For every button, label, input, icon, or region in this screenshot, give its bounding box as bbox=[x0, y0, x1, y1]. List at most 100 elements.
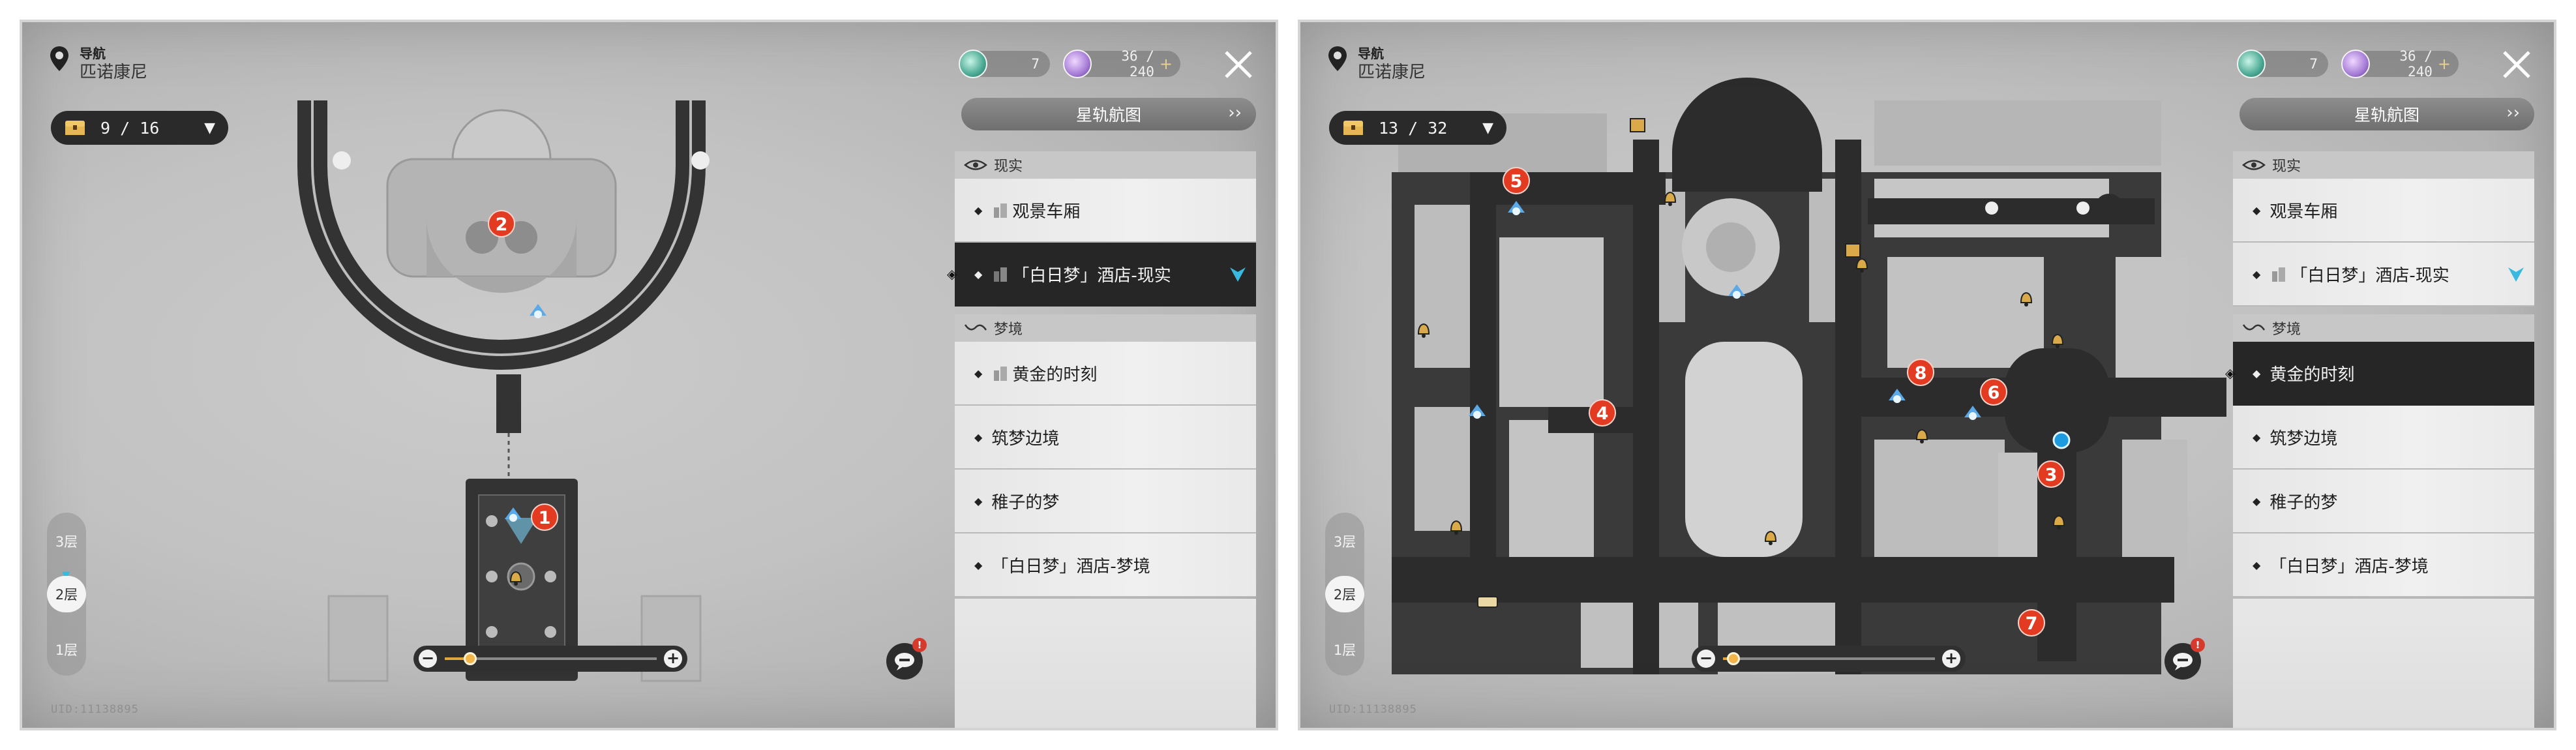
list-item[interactable]: ◆ 「白日梦」酒店-现实 bbox=[2233, 243, 2534, 307]
diamond-bullet-icon: ◆ bbox=[974, 430, 983, 443]
list-item[interactable]: ◆ 观景车厢 bbox=[955, 179, 1256, 243]
list-item[interactable]: ◆ 「白日梦」酒店-梦境 bbox=[2233, 533, 2534, 597]
map-marker[interactable]: 6 bbox=[1980, 378, 2007, 406]
section-header-dream: 梦境 bbox=[2233, 314, 2534, 342]
zoom-plus-icon[interactable]: + bbox=[664, 650, 682, 668]
space-anchor-icon[interactable] bbox=[1466, 402, 1488, 421]
list-item-label: 观景车厢 bbox=[2269, 202, 2338, 222]
map-pin-icon bbox=[1328, 46, 1347, 71]
bell-icon[interactable] bbox=[1762, 528, 1779, 547]
zoom-slider[interactable]: − + bbox=[1692, 646, 1966, 672]
building-icon bbox=[994, 367, 1008, 381]
zoom-slider[interactable]: − + bbox=[413, 646, 687, 672]
bell-icon[interactable] bbox=[2018, 290, 2035, 308]
star-rail-map-button[interactable]: 星轨航图 ›› bbox=[2239, 98, 2534, 130]
bell-icon[interactable] bbox=[1662, 189, 1679, 207]
list-item[interactable]: ◆ 黄金的时刻 bbox=[955, 342, 1256, 406]
map-marker[interactable]: 3 bbox=[2037, 460, 2065, 488]
zoom-handle[interactable] bbox=[1727, 652, 1741, 665]
list-item-label: 「白日梦」酒店-梦境 bbox=[2269, 556, 2429, 577]
reserve-counter[interactable]: 36 / 240 + bbox=[2341, 48, 2459, 80]
map-marker[interactable]: 7 bbox=[2018, 609, 2045, 637]
reserve-orb-icon bbox=[1063, 50, 1092, 78]
bell-icon[interactable] bbox=[1448, 518, 1465, 536]
chest-counter[interactable]: 9 / 16 ▼ bbox=[51, 111, 228, 145]
puzzle-icon[interactable] bbox=[1626, 115, 1649, 134]
zoom-track[interactable] bbox=[445, 657, 657, 660]
list-item[interactable]: ◆ 稚子的梦 bbox=[2233, 470, 2534, 533]
location-arrow-icon bbox=[1230, 267, 1246, 282]
space-anchor-icon[interactable] bbox=[527, 301, 549, 321]
building-icon bbox=[994, 203, 1008, 218]
floor-button[interactable]: 1层 bbox=[1333, 642, 1356, 658]
bell-icon[interactable] bbox=[1853, 256, 1870, 274]
stamina-counter[interactable]: 7 bbox=[2237, 50, 2328, 78]
reserve-counter[interactable]: 36 / 240 + bbox=[1063, 48, 1180, 80]
space-anchor-icon[interactable] bbox=[1505, 198, 1527, 218]
map-marker[interactable]: 5 bbox=[1503, 167, 1530, 194]
map-marker[interactable]: 2 bbox=[488, 210, 515, 237]
teleport-waypoint-icon[interactable] bbox=[2050, 430, 2073, 450]
add-icon[interactable]: + bbox=[2437, 55, 2451, 73]
list-item-active[interactable]: ◈ ◆ 黄金的时刻 bbox=[2225, 342, 2534, 406]
space-anchor-icon[interactable] bbox=[1886, 386, 1908, 406]
chevron-right-icon: ›› bbox=[1228, 103, 1242, 123]
reserve-value: 36 / 240 bbox=[2399, 48, 2433, 80]
floor-button[interactable]: 3层 bbox=[55, 534, 78, 550]
zoom-fill bbox=[445, 657, 470, 660]
list-item-label: 黄金的时刻 bbox=[1012, 365, 1098, 385]
map-marker[interactable]: 8 bbox=[1907, 359, 1934, 386]
floor-button[interactable]: 3层 bbox=[1333, 534, 1356, 550]
diamond-bullet-icon: ◆ bbox=[974, 494, 983, 507]
zoom-track[interactable] bbox=[1723, 657, 1935, 660]
reality-eye-icon bbox=[964, 160, 987, 170]
zoom-minus-icon[interactable]: − bbox=[1697, 650, 1715, 668]
close-icon[interactable] bbox=[2498, 46, 2536, 83]
map-marker[interactable]: 4 bbox=[1589, 399, 1616, 427]
bell-icon[interactable] bbox=[1913, 427, 1930, 445]
list-item[interactable]: ◆ 筑梦边境 bbox=[955, 406, 1256, 470]
list-item[interactable]: ◆ 稚子的梦 bbox=[955, 470, 1256, 533]
list-item-label: 稚子的梦 bbox=[2269, 492, 2338, 513]
zoom-plus-icon[interactable]: + bbox=[1942, 650, 1960, 668]
dream-wave-icon bbox=[2242, 324, 2266, 331]
map-canvas[interactable]: 2 1 bbox=[22, 22, 955, 728]
list-item[interactable]: ◆ 「白日梦」酒店-梦境 bbox=[955, 533, 1256, 597]
map-panel-right: 3 4 5 6 7 8 导航 匹诺康尼 13 / 32 ▼ bbox=[1298, 20, 2556, 730]
list-item[interactable]: ◆ 筑梦边境 bbox=[2233, 406, 2534, 470]
ticket-icon[interactable] bbox=[1476, 592, 1499, 612]
nav-header: 导航 匹诺康尼 bbox=[48, 45, 147, 83]
zoom-minus-icon[interactable]: − bbox=[419, 650, 437, 668]
chest-counter[interactable]: 13 / 32 ▼ bbox=[1329, 111, 1506, 145]
list-item[interactable]: ◆ 观景车厢 bbox=[2233, 179, 2534, 243]
caret-down-icon: ▼ bbox=[1482, 119, 1493, 136]
bell-icon[interactable] bbox=[507, 569, 524, 587]
list-item-label: 「白日梦」酒店-现实 bbox=[1012, 265, 1171, 286]
add-icon[interactable]: + bbox=[1159, 55, 1173, 73]
stamina-orb-icon bbox=[959, 50, 987, 78]
chat-bubble-button[interactable]: ! bbox=[886, 638, 927, 680]
bell-icon[interactable] bbox=[2049, 331, 2066, 350]
floor-button-active[interactable]: 2层 bbox=[1325, 576, 1364, 612]
space-anchor-icon[interactable] bbox=[1726, 282, 1748, 301]
chat-bubble-button[interactable]: ! bbox=[2164, 638, 2205, 680]
stamina-counter[interactable]: 7 bbox=[959, 50, 1050, 78]
selection-arrow-icon: ◈ bbox=[2225, 365, 2236, 381]
puzzle-icon[interactable] bbox=[1842, 240, 1864, 260]
list-item-label: 黄金的时刻 bbox=[2269, 365, 2355, 385]
nav-title: 导航 bbox=[1358, 46, 1384, 61]
list-item-active[interactable]: ◈ ◆ 「白日梦」酒店-现实 bbox=[947, 243, 1256, 307]
close-icon[interactable] bbox=[1220, 46, 1257, 83]
chat-bubble-icon bbox=[2173, 653, 2193, 670]
map-marker[interactable]: 1 bbox=[531, 503, 558, 531]
chest-count: 13 / 32 bbox=[1379, 118, 1448, 138]
section-header-dream: 梦境 bbox=[955, 314, 1256, 342]
space-anchor-icon[interactable] bbox=[502, 505, 524, 524]
star-rail-map-button[interactable]: 星轨航图 ›› bbox=[961, 98, 1256, 130]
zoom-handle[interactable] bbox=[464, 652, 477, 665]
bell-icon[interactable] bbox=[1415, 321, 1432, 339]
space-anchor-icon[interactable] bbox=[1962, 403, 1984, 423]
floor-button-active[interactable]: 2层 bbox=[47, 576, 86, 612]
floor-button[interactable]: 1层 bbox=[55, 642, 78, 658]
bell-icon[interactable] bbox=[2050, 513, 2067, 531]
